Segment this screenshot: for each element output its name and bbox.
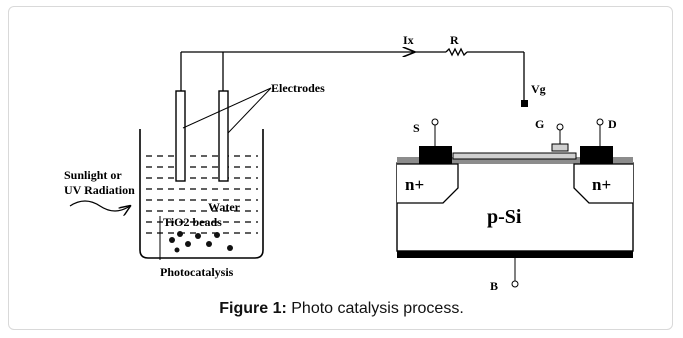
tio2-label: TiO2 beads: [163, 215, 222, 229]
drain-contact: [580, 146, 613, 164]
n-plus-left-label: n+: [405, 175, 424, 194]
water-label: Water: [208, 200, 241, 214]
gate-voltage-label: Vg: [531, 82, 546, 96]
vg-terminal: [521, 100, 528, 107]
gate-electrode: [452, 152, 577, 160]
substrate-label: p-Si: [487, 206, 522, 228]
body-contact: [397, 251, 633, 258]
caption-text: Photo catalysis process.: [286, 300, 464, 317]
water-lines: [146, 155, 258, 234]
resistor-label: R: [450, 33, 459, 47]
figure-caption: Figure 1: Photo catalysis process.: [0, 300, 683, 318]
source-label: S: [413, 121, 420, 135]
oxide-layer: [397, 157, 633, 164]
sunlight-label: Sunlight or: [64, 168, 122, 182]
electrode-pointers: [182, 87, 272, 134]
beaker: [139, 129, 264, 259]
resistor-symbol: [445, 47, 468, 57]
body-label: B: [490, 279, 498, 293]
light-arrow: [69, 200, 130, 211]
n-plus-right-label: n+: [592, 175, 611, 194]
photocatalysis-label: Photocatalysis: [160, 265, 234, 279]
electrodes-label: Electrodes: [271, 81, 325, 95]
source-contact: [419, 146, 452, 164]
electrodes: [175, 52, 229, 182]
mosfet: [396, 143, 634, 258]
circuit-wire: [181, 47, 525, 100]
uv-radiation-label: UV Radiation: [64, 183, 135, 197]
gate-pad: [551, 143, 569, 152]
caption-prefix: Figure 1:: [219, 300, 287, 317]
gate-label: G: [535, 117, 544, 131]
current-label: Ix: [403, 33, 414, 47]
drain-label: D: [608, 117, 617, 131]
terminals: [431, 118, 604, 288]
tio2-beads: [169, 231, 233, 253]
